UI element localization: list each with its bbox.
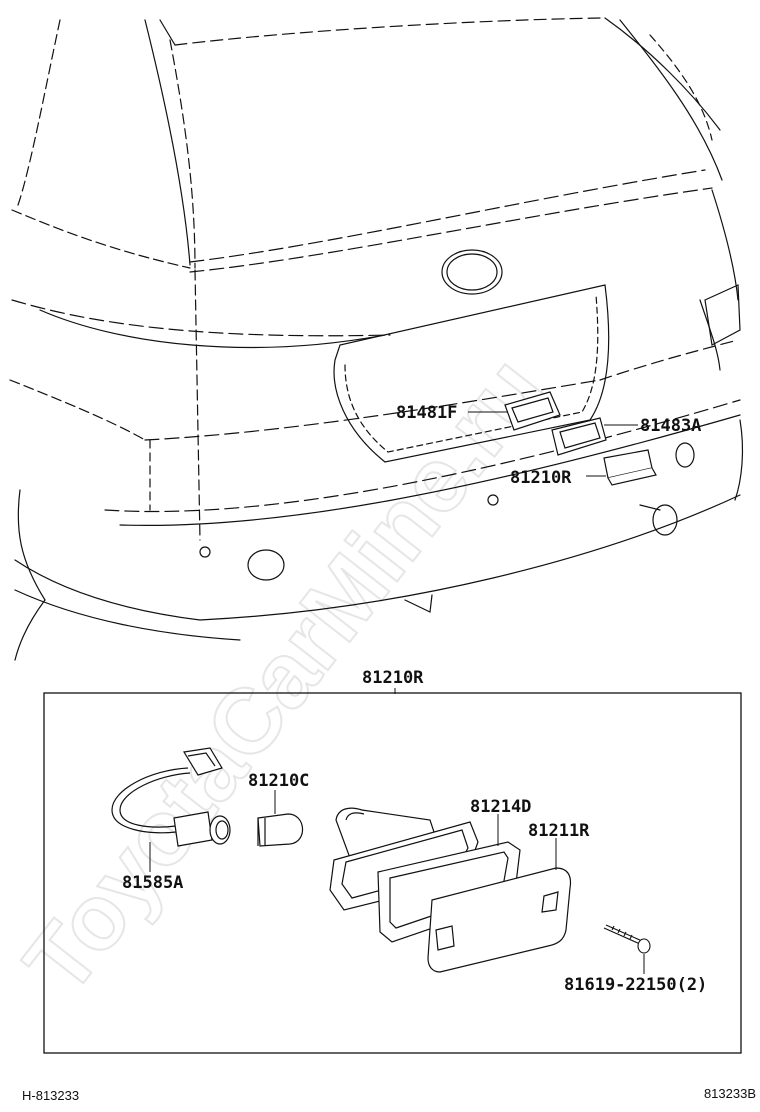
vehicle-rear-illustration: [9, 17, 744, 661]
callout-81211R: 81211R: [528, 821, 590, 841]
callout-81214D: 81214D: [470, 797, 531, 817]
callout-81481F: 81481F: [396, 403, 457, 423]
callout-81619-22150: 81619-22150(2): [564, 975, 707, 995]
box-title-81210R: 81210R: [362, 668, 424, 688]
footer-left-code: H-813233: [22, 1088, 80, 1103]
callout-81210C: 81210C: [248, 771, 309, 791]
bulb-81210C: [257, 813, 304, 847]
lamp-81481F-on-vehicle: [504, 391, 561, 431]
callout-81585A: 81585A: [122, 873, 183, 893]
callout-81210R-top: 81210R: [510, 468, 572, 488]
lens-81211R: [427, 867, 572, 973]
callout-81483A: 81483A: [640, 416, 701, 436]
lamp-81483A-on-vehicle: [551, 417, 607, 456]
screw-81619-22150: [603, 924, 651, 954]
top-leader-lines: [468, 411, 638, 477]
lamp-81210R-on-vehicle: [603, 449, 657, 486]
socket-and-wire-81585A: [111, 747, 231, 847]
detail-box: [43, 692, 742, 1054]
footer-right-code: 813233B: [703, 1086, 756, 1101]
